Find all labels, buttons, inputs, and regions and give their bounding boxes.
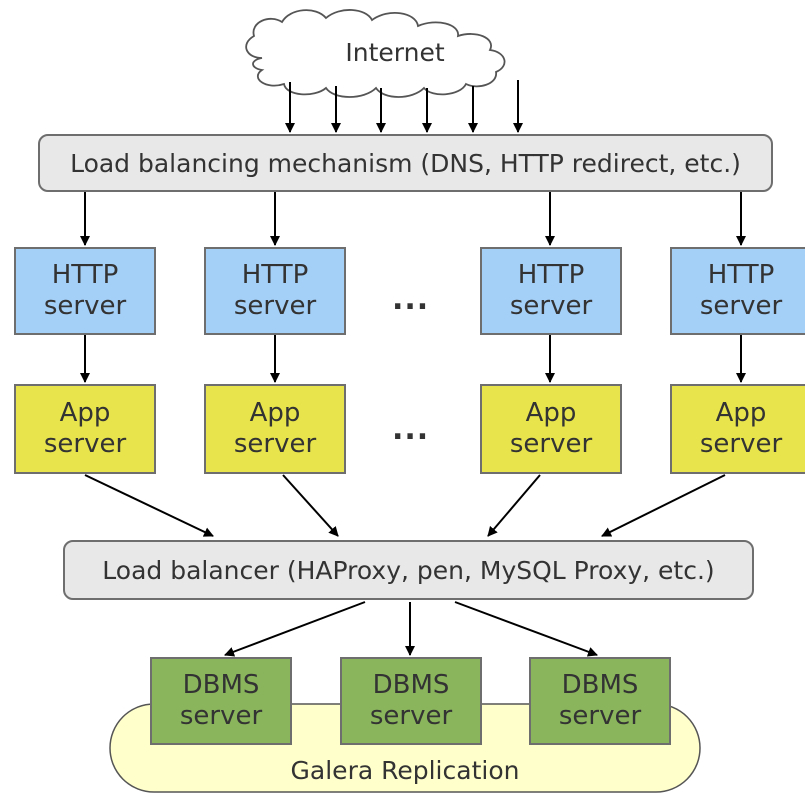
http-server-line1: HTTP [707,260,775,290]
load-balancing-mechanism-label: Load balancing mechanism (DNS, HTTP redi… [70,148,741,178]
balancer-to-dbms-arrows [224,601,598,657]
http-server-line2: server [233,291,317,321]
dbms-server-line1: DBMS [182,670,260,700]
internet-label: Internet [345,38,445,67]
app-server-line2: server [233,429,317,459]
internet-arrows [285,80,523,133]
cloud-shape [245,9,506,98]
http-server-line1: HTTP [51,260,119,290]
app-to-balancer-arrows [84,474,726,537]
replication-label: Galera Replication [290,756,520,785]
http-server-line2: server [509,291,593,321]
app-server-line1: App [525,398,577,428]
dbms-server-line2: server [179,701,263,731]
http-ellipsis: ... [392,282,430,317]
http-to-app-arrows [80,335,746,383]
http-server-line2: server [699,291,783,321]
app-server-line2: server [509,429,593,459]
app-server-line1: App [249,398,301,428]
db-load-balancer: Load balancer (HAProxy, pen, MySQL Proxy… [63,540,754,600]
load-balancing-mechanism: Load balancing mechanism (DNS, HTTP redi… [38,134,773,192]
http-server-line1: HTTP [517,260,585,290]
http-server-line1: HTTP [241,260,309,290]
app-server-line2: server [699,429,783,459]
dbms-server-line1: DBMS [372,670,450,700]
app-ellipsis: ... [392,412,430,447]
http-server-line2: server [43,291,127,321]
app-server-line2: server [43,429,127,459]
db-load-balancer-label: Load balancer (HAProxy, pen, MySQL Proxy… [102,555,715,585]
dbms-server-line2: server [369,701,453,731]
app-server-line1: App [59,398,111,428]
dbms-server-line1: DBMS [561,670,639,700]
balancer-to-http-arrows [80,192,746,246]
dbms-server-line2: server [558,701,642,731]
app-server-line1: App [715,398,767,428]
